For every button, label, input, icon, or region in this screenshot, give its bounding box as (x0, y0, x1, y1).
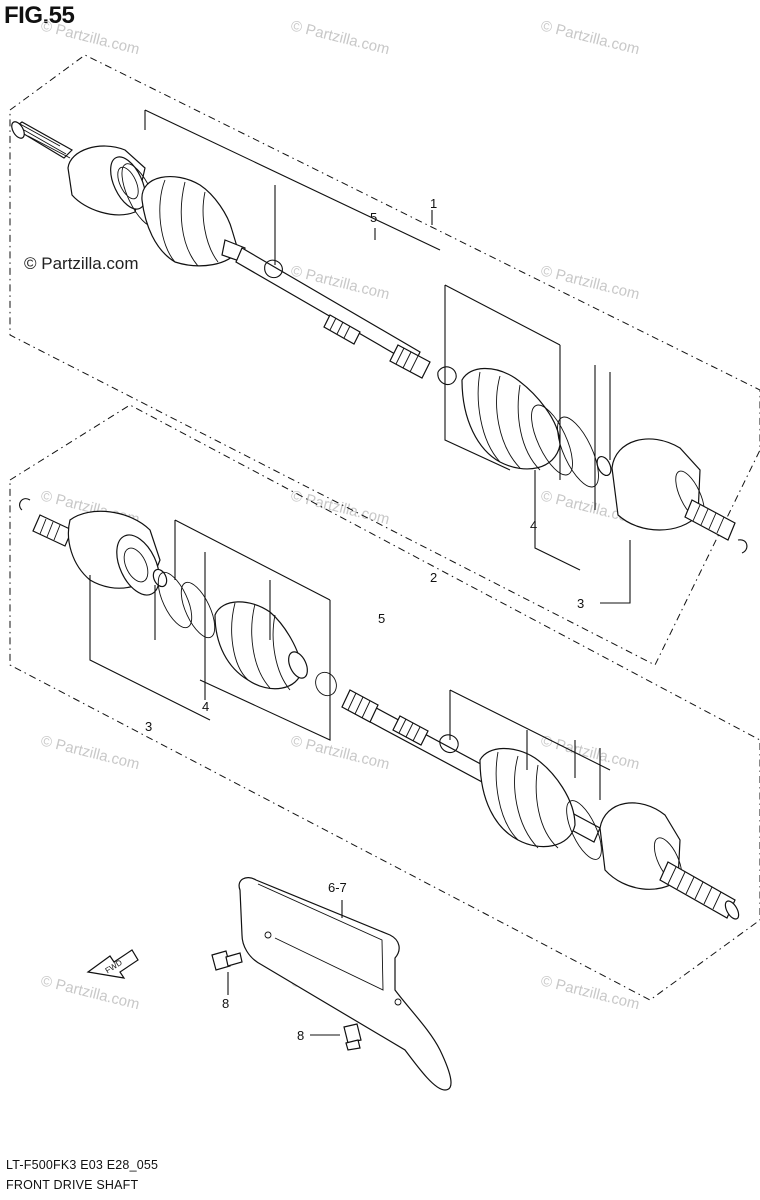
fwd-arrow-icon: FWD (86, 949, 139, 979)
faint-watermark: © Partzilla.com (39, 972, 141, 1013)
leader-lines-assembly-2 (89, 519, 611, 1036)
callout-6-7: 6-7 (328, 880, 347, 895)
faint-watermark: © Partzilla.com (539, 732, 641, 773)
assembly-1-frame (9, 54, 760, 666)
faint-watermark: © Partzilla.com (539, 17, 641, 58)
callout-5-lower: 5 (378, 611, 385, 626)
faint-watermark: © Partzilla.com (289, 487, 391, 528)
faint-watermark: © Partzilla.com (39, 732, 141, 773)
callout-5-upper: 5 (370, 210, 377, 225)
faint-watermark: © Partzilla.com (539, 262, 641, 303)
callout-4-upper: 4 (530, 518, 537, 533)
faint-watermark: © Partzilla.com (539, 972, 641, 1013)
diagram-code: LT-F500FK3 E03 E28_055 (6, 1158, 159, 1172)
figure-title: FIG.55 (4, 2, 75, 29)
leader-lines-assembly-1 (144, 109, 631, 604)
callout-1: 1 (430, 196, 437, 211)
faint-watermark: © Partzilla.com (39, 17, 141, 58)
faint-watermark: © Partzilla.com (289, 732, 391, 773)
callout-3-upper: 3 (577, 596, 584, 611)
callout-8-upper: 8 (222, 996, 229, 1011)
shaft-guard-bracket (238, 877, 452, 1091)
bolt-upper (211, 950, 243, 971)
lower-drive-shaft (19, 498, 740, 920)
callout-2: 2 (430, 570, 437, 585)
upper-drive-shaft (11, 121, 748, 554)
bolt-lower (343, 1023, 362, 1051)
callout-3-lower: 3 (145, 719, 152, 734)
copyright-watermark: © Partzilla.com (24, 254, 139, 273)
diagram-name: FRONT DRIVE SHAFT (6, 1178, 139, 1192)
callout-8-lower: 8 (297, 1028, 304, 1043)
assembly-2-frame (9, 404, 760, 1001)
callout-4-lower: 4 (202, 699, 209, 714)
faint-watermark: © Partzilla.com (289, 17, 391, 58)
